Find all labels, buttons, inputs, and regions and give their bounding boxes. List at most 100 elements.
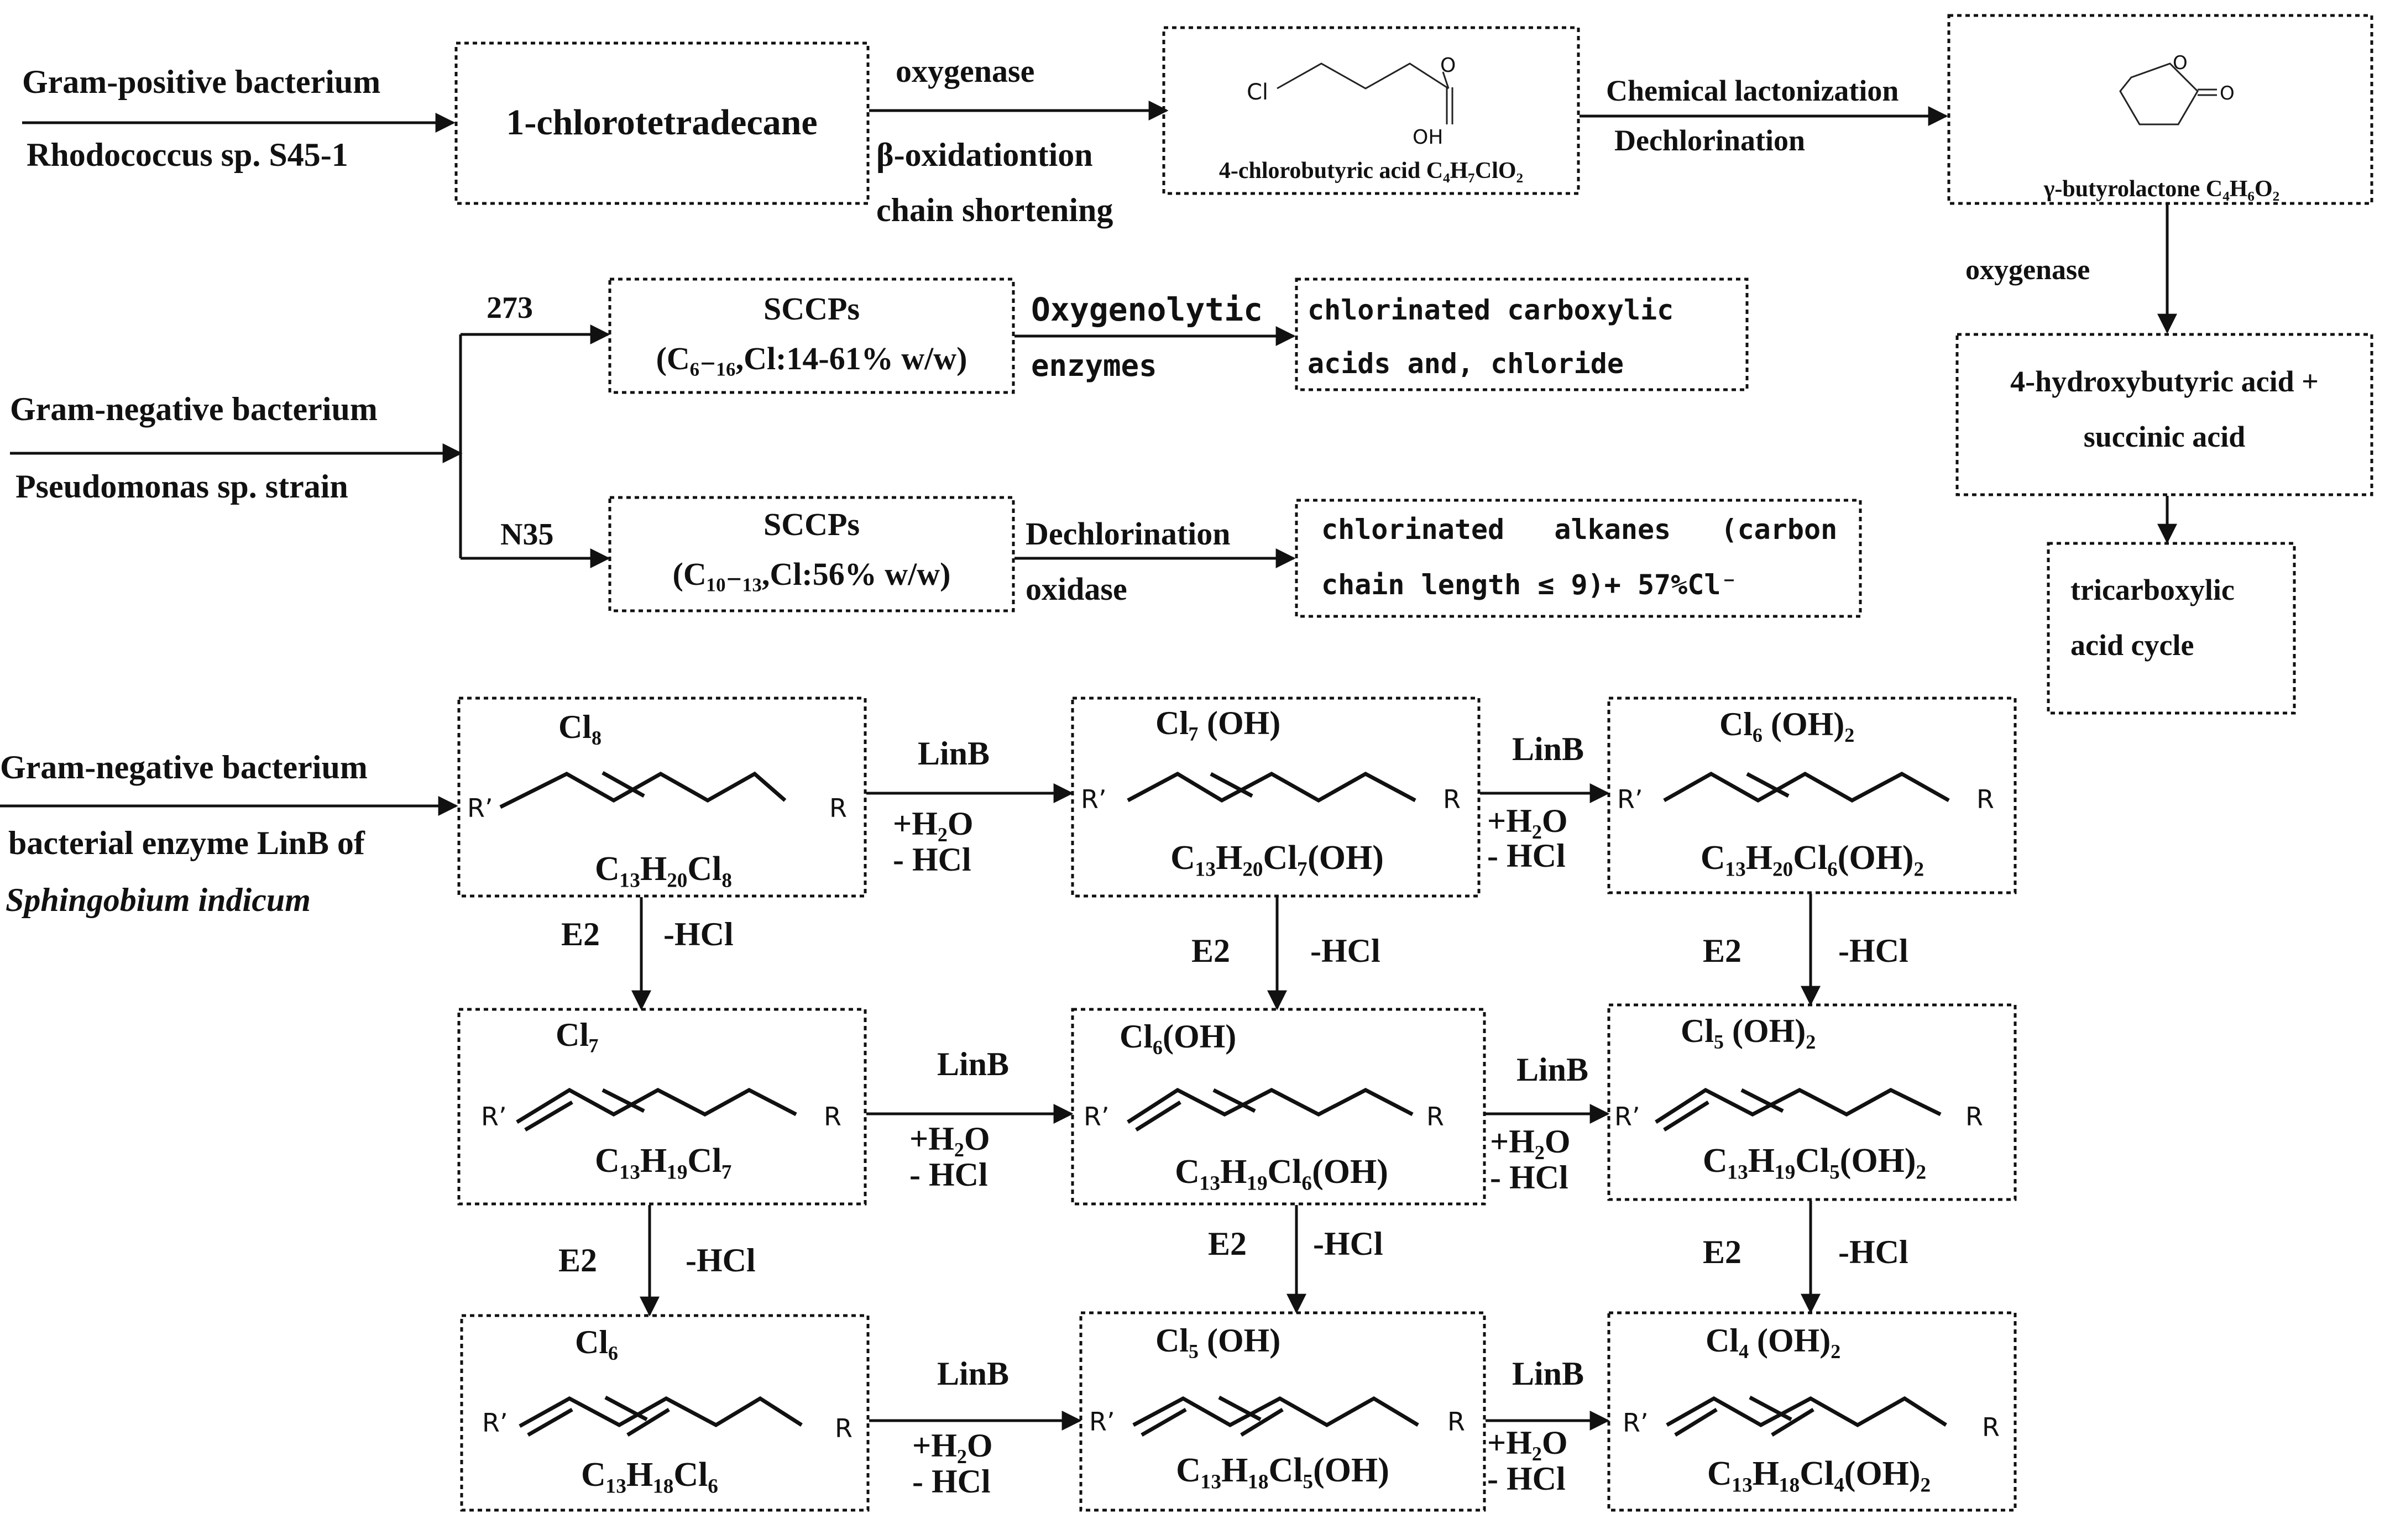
double-bond-line xyxy=(1771,1408,1814,1437)
oxidase-label: oxidase xyxy=(1026,571,1127,607)
gram-positive-label: Gram-positive bacterium xyxy=(22,64,380,100)
bottom-pathway: Gram-negative bacterium bacterial enzyme… xyxy=(0,696,2017,1512)
butyrolactone-structure: O O xyxy=(2119,52,2235,125)
linb-step-r0-c1: LinB +H₂O - HCl xyxy=(1480,731,1610,874)
double-bond-line xyxy=(1674,1408,1718,1437)
box-1-chlorotetradecane xyxy=(454,41,870,205)
chlorobutyric-acid-structure: Cl OH O xyxy=(1247,54,1456,149)
sccps-n35-range: (C₁₀₋₁₃,Cl:56% w/w) xyxy=(673,556,951,592)
linb-label: LinB xyxy=(937,1046,1009,1082)
cell-r0-c0: Cl₈ R’ R C₁₃H₂₀Cl₈ xyxy=(457,696,867,898)
e2-label: E2 xyxy=(1703,933,1741,969)
compound-cl-count: Cl₆ (OH)₂ xyxy=(1719,706,1854,742)
compound-box xyxy=(1071,696,1481,898)
double-bond-line xyxy=(527,1407,573,1437)
cell-r0-c2: Cl₆ (OH)₂ R’ R C₁₃H₂₀Cl₆(OH)₂ xyxy=(1607,696,2017,894)
cl-atom: Cl xyxy=(1247,80,1268,105)
compound-cl-count: Cl₈ xyxy=(558,709,602,745)
chain-structure xyxy=(519,1396,803,1428)
minus-hcl-label: -HCl xyxy=(686,1242,756,1279)
pseudomonas-label: Pseudomonas sp. strain xyxy=(15,468,348,505)
lactone-o-carbonyl: O xyxy=(2220,82,2235,104)
lactonization-label: Chemical lactonization xyxy=(1606,74,1899,107)
box-hydroxybutyric-acid xyxy=(1955,333,2373,496)
r-label: R xyxy=(835,1413,853,1443)
r-label: R xyxy=(824,1102,841,1132)
r-label: R xyxy=(1976,784,1994,814)
compound-formula: C₁₃H₂₀Cl₈ xyxy=(595,850,732,888)
sccps-n35-title: SCCPs xyxy=(763,506,860,542)
compound-formula: C₁₃H₂₀Cl₇(OH) xyxy=(1170,839,1384,877)
chain-structure xyxy=(1132,1396,1419,1428)
r-prime-label: R’ xyxy=(1614,1102,1640,1132)
e2-step-r0-c2: E2 -HCl xyxy=(1703,894,1908,1006)
compound-formula: C₁₃H₂₀Cl₆(OH)₂ xyxy=(1701,839,1924,877)
crossing-bond xyxy=(1749,1395,1792,1422)
hcl-label: - HCl xyxy=(909,1156,988,1193)
r-prime-label: R’ xyxy=(481,1102,507,1132)
hcl-label: - HCl xyxy=(912,1463,991,1500)
double-bond-line xyxy=(1141,1407,1187,1437)
linb-step-r1-c0: LinB +H₂O - HCl xyxy=(866,1046,1074,1193)
chlorotetradecane-text: 1-chlorotetradecane xyxy=(506,102,817,143)
e2-step-r0-c1: E2 -HCl xyxy=(1191,897,1380,1010)
chain-structure xyxy=(1127,1087,1414,1124)
cell-r2-c2: Cl₄ (OH)₂ R’ R C₁₃H₁₈Cl₄(OH)₂ xyxy=(1607,1311,2017,1512)
box-sccps-n35 xyxy=(608,496,1015,612)
box-chlorinated-carboxylic xyxy=(1295,277,1749,391)
double-bond-line xyxy=(1240,1408,1284,1437)
h2o-label: +H₂O xyxy=(912,1427,993,1464)
carboxylic-line1: chlorinated carboxylic xyxy=(1308,294,1673,326)
hcl-label: - HCl xyxy=(1487,837,1566,874)
carboxyl-o-bond xyxy=(1442,71,1450,89)
cell-r2-c0: Cl₆ R’ R C₁₃H₁₈Cl₆ xyxy=(460,1314,870,1512)
e2-label: E2 xyxy=(1191,933,1230,969)
compound-cl-count: Cl₆(OH) xyxy=(1120,1018,1236,1055)
succinic-text: succinic acid xyxy=(2084,420,2246,453)
gram-negative-label-bottom: Gram-negative bacterium xyxy=(0,749,368,785)
h2o-label: +H₂O xyxy=(1487,803,1568,839)
h2o-label: +H₂O xyxy=(1490,1123,1571,1160)
minus-hcl-label: -HCl xyxy=(1313,1225,1383,1262)
minus-hcl-label: -HCl xyxy=(1310,933,1380,969)
oxygenase-label: oxygenase xyxy=(896,53,1034,89)
cell-r2-c1: Cl₅ (OH) R’ R C₁₃H₁₈Cl₅(OH) xyxy=(1079,1311,1486,1512)
compound-formula: C₁₃H₁₈Cl₅(OH) xyxy=(1176,1452,1389,1489)
compound-cl-count: Cl₅ (OH) xyxy=(1155,1322,1280,1359)
box-tricarboxylic-acid-cycle xyxy=(2047,542,2296,715)
enzymes-label: enzymes xyxy=(1031,348,1157,383)
hydroxybutyric-text: 4-hydroxybutyric acid + xyxy=(2010,365,2319,398)
oh-group: OH xyxy=(1413,126,1443,149)
r-label: R xyxy=(1426,1102,1444,1132)
minus-hcl-label: -HCl xyxy=(1838,1234,1908,1270)
compound-box xyxy=(457,1008,867,1206)
r-prime-label: R’ xyxy=(1623,1408,1649,1438)
box-chlorinated-alkanes xyxy=(1295,499,1862,618)
linb-step-r1-c1: LinB +H₂O - HCl xyxy=(1486,1051,1610,1196)
linb-step-r2-c0: LinB +H₂O - HCl xyxy=(869,1355,1082,1500)
cell-r1-c0: Cl₇ R’ R C₁₃H₁₉Cl₇ xyxy=(457,1008,867,1206)
compound-cl-count: Cl₆ xyxy=(575,1324,618,1360)
box-sccps-273 xyxy=(608,277,1015,394)
crossing-bond xyxy=(604,1395,648,1422)
alkanes-line2: chain length ≤ 9)+ 57%Cl⁻ xyxy=(1321,569,1738,601)
r-label: R xyxy=(1447,1407,1465,1437)
h2o-label: +H₂O xyxy=(893,805,974,842)
linb-label: LinB xyxy=(1512,731,1584,767)
rhodococcus-label: Rhodococcus sp. S45-1 xyxy=(27,137,348,173)
r-label: R xyxy=(1982,1412,2000,1442)
crossing-bond xyxy=(1740,1088,1784,1113)
compound-formula: C₁₃H₁₉Cl₅(OH)₂ xyxy=(1703,1142,1926,1180)
crossing-bond xyxy=(602,771,645,798)
gram-negative-label-mid: Gram-negative bacterium xyxy=(10,391,378,427)
linb-label: LinB xyxy=(937,1355,1009,1392)
h2o-label: +H₂O xyxy=(1487,1424,1568,1461)
crossing-bond xyxy=(602,1088,645,1113)
sccps-273-range: (C₆₋₁₆,Cl:14-61% w/w) xyxy=(656,341,967,376)
r-prime-label: R’ xyxy=(1617,784,1643,814)
r-prime-label: R’ xyxy=(467,793,493,823)
compound-formula: C₁₃H₁₉Cl₇ xyxy=(595,1142,732,1180)
sphingobium-label: Sphingobium indicum xyxy=(6,882,311,918)
cell-r1-c1: Cl₆(OH) R’ R C₁₃H₁₉Cl₆(OH) xyxy=(1071,1008,1486,1206)
r-prime-label: R’ xyxy=(1089,1407,1115,1437)
